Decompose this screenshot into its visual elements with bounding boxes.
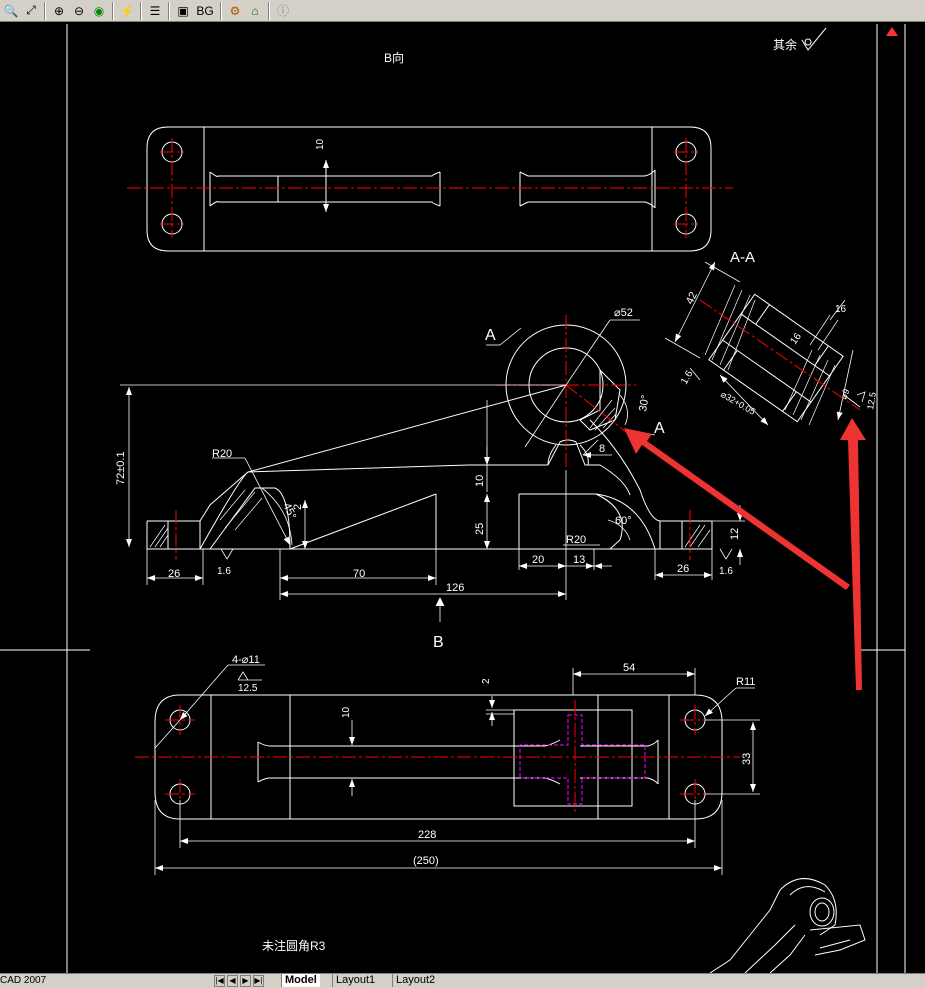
toolbar-separator xyxy=(140,1,142,20)
tab-layout2[interactable]: Layout2 xyxy=(392,974,438,987)
home-icon[interactable]: ⌂ xyxy=(251,3,259,18)
toolbar-separator xyxy=(168,1,170,20)
toolbar: 🔍 ⤢ ⊕ ⊖ ◉ ⚡ ☰ ▣ BG ⚙ ⌂ ⓘ xyxy=(0,0,925,22)
zoom-realtime-icon[interactable]: 🔍 xyxy=(3,3,19,18)
top-view-centerlines xyxy=(135,700,740,815)
dim-10-top: 10 xyxy=(315,138,326,150)
annotation-arrows xyxy=(624,418,866,690)
first-tab-button[interactable]: |◀ xyxy=(214,975,225,987)
surface-note: 其余 xyxy=(773,37,797,52)
dim-30deg: 30° xyxy=(637,394,652,412)
front-view-centerlines xyxy=(175,315,691,560)
dim-33: 33 xyxy=(741,753,753,765)
dim-1-6c: 1.6 xyxy=(679,369,696,387)
drawing-frame xyxy=(0,24,906,973)
dim-2: 2 xyxy=(292,504,304,510)
dim-8: 8 xyxy=(599,443,605,455)
dim-126: 126 xyxy=(446,582,464,594)
info-icon[interactable]: ⓘ xyxy=(276,4,289,18)
bg-button[interactable]: BG xyxy=(196,3,214,18)
view-b-label: B向 xyxy=(384,50,404,65)
view-marker-b: B xyxy=(433,634,444,651)
drawing-canvas[interactable]: B向 10 其余 xyxy=(0,22,925,974)
zoom-out-icon[interactable]: ⊖ xyxy=(73,3,85,18)
toolbar-separator xyxy=(268,1,270,20)
next-tab-button[interactable]: ▶ xyxy=(240,975,251,987)
dim-25: 25 xyxy=(474,523,486,535)
dim-r20b: R20 xyxy=(566,534,586,546)
section-a-a-hatch xyxy=(704,284,839,426)
b-view xyxy=(146,126,712,252)
scroll-up-marker[interactable] xyxy=(886,27,898,36)
dim-42: 42 xyxy=(684,290,700,306)
dim-52: ⌀52 xyxy=(614,307,633,319)
dim-16a: 16 xyxy=(835,304,847,315)
front-view-dimensions xyxy=(120,319,745,622)
dim-r20a: R20 xyxy=(212,448,232,460)
pan-icon[interactable]: ◉ xyxy=(93,3,105,18)
layers-icon[interactable]: ☰ xyxy=(149,3,161,18)
zoom-window-icon[interactable]: ⤢ xyxy=(26,3,36,17)
bottom-note: 未注圆角R3 xyxy=(262,938,326,953)
section-a-a xyxy=(708,293,844,423)
dim-12-5: 12.5 xyxy=(238,683,258,694)
dim-16b: 16 xyxy=(788,331,804,347)
roughness-symbol-icon xyxy=(801,27,827,51)
dim-12: 12 xyxy=(729,528,741,540)
b-view-centerlines xyxy=(127,138,733,238)
dim-26a: 26 xyxy=(168,568,180,580)
toolbar-separator xyxy=(220,1,222,20)
toolbar-separator xyxy=(44,1,46,20)
dim-9: ⌀9 xyxy=(838,387,851,400)
display-icon[interactable]: ▣ xyxy=(177,3,189,18)
dim-228: 228 xyxy=(418,829,436,841)
dim-10-mid: 10 xyxy=(474,475,486,487)
tab-layout1[interactable]: Layout1 xyxy=(332,974,378,987)
tab-model[interactable]: Model xyxy=(281,974,320,987)
top-view-hidden xyxy=(519,714,646,805)
dim-13: 13 xyxy=(573,554,585,566)
dim-holes: 4-⌀11 xyxy=(232,654,260,666)
dim-70: 70 xyxy=(353,568,365,580)
annotation-arrow-up xyxy=(840,418,866,690)
prev-tab-button[interactable]: ◀ xyxy=(227,975,238,987)
annotation-arrow-left xyxy=(624,428,850,590)
front-view-hatch xyxy=(149,399,711,548)
last-tab-button[interactable]: ▶| xyxy=(253,975,264,987)
dim-10-bot: 10 xyxy=(341,706,352,718)
top-view-dimensions xyxy=(154,664,760,875)
dim-26b: 26 xyxy=(677,563,689,575)
section-marker-a2: A xyxy=(654,420,665,437)
drawing-svg: B向 10 其余 xyxy=(0,24,906,974)
isometric-preview xyxy=(709,878,866,974)
dim-60deg: 60° xyxy=(615,515,632,527)
app-name-text: CAD 2007 xyxy=(0,975,47,986)
section-a-a-dims xyxy=(664,261,866,426)
dim-20: 20 xyxy=(532,554,544,566)
section-label: A-A xyxy=(730,249,755,266)
dim-250: (250) xyxy=(413,855,439,867)
dim-54: 54 xyxy=(623,662,635,674)
zoom-in-icon[interactable]: ⊕ xyxy=(53,3,65,18)
section-a-a-centerline xyxy=(699,299,861,411)
properties-icon[interactable]: ⚙ xyxy=(229,3,241,18)
dim-r11: R11 xyxy=(736,676,755,688)
status-bar: CAD 2007 |◀ ◀ ▶ ▶| Model Layout1 Layout2 xyxy=(0,973,925,988)
layer-icon[interactable]: ⚡ xyxy=(119,3,135,18)
dim-2b: 2 xyxy=(481,678,492,684)
section-marker-a1: A xyxy=(485,327,496,344)
dim-72: 72±0.1 xyxy=(115,451,127,485)
dim-12-5-section: 12.5 xyxy=(865,391,878,410)
dim-1-6b: 1.6 xyxy=(719,566,733,577)
toolbar-separator xyxy=(112,1,114,20)
dim-1-6a: 1.6 xyxy=(217,566,231,577)
